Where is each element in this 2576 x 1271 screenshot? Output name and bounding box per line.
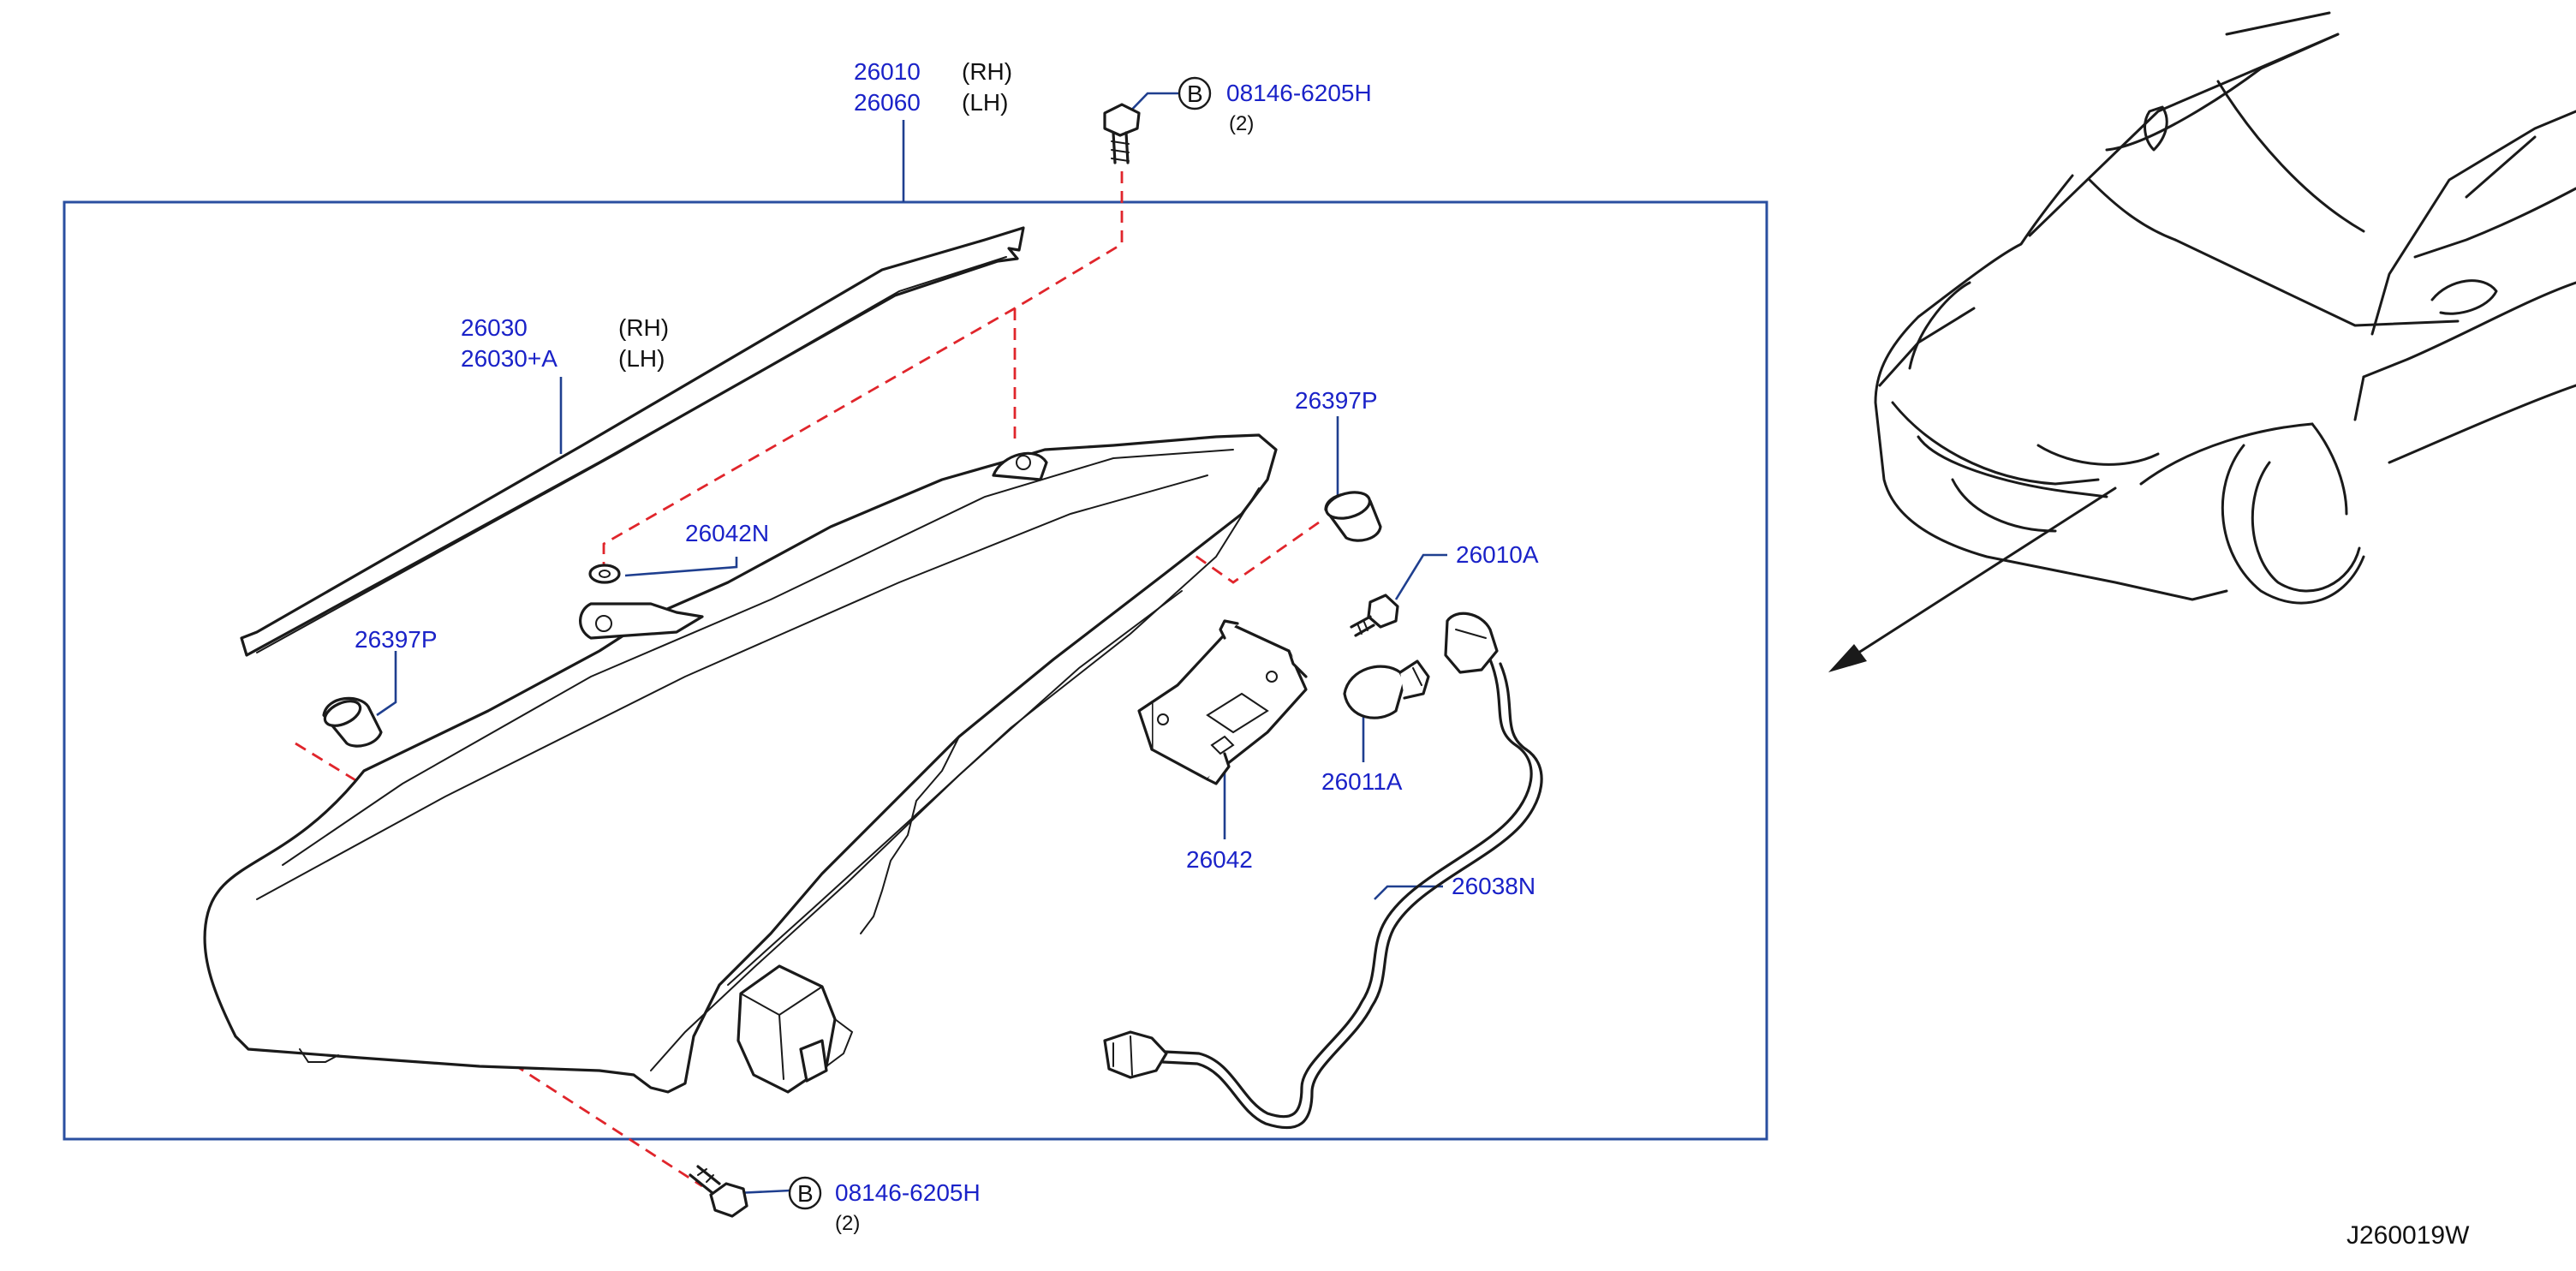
harness-part: [1103, 612, 1543, 1130]
label-cap-left-pn: 26397P: [355, 626, 438, 653]
label-bolt-bottom-pn: 08146-6205H: [835, 1179, 981, 1206]
label-bolt-top-qty: (2): [1229, 112, 1254, 135]
label-washer-pn: 26042N: [685, 520, 769, 546]
label-strip-side-rh: (RH): [618, 314, 669, 341]
label-screw-pn: 26010A: [1456, 541, 1539, 568]
bracket-part: [1137, 619, 1308, 785]
screw-part: [1350, 594, 1399, 637]
bolt-marker-top: [1178, 76, 1212, 110]
label-strip-pn-rh: 26030: [461, 314, 528, 341]
label-lamp-pn-rh: 26010: [854, 58, 921, 85]
bolt-bottom-part: [689, 1165, 748, 1218]
car-locator-view: [1828, 11, 2576, 672]
diagram-reference-code: J260019W: [2346, 1221, 2470, 1250]
label-harness-pn: 26038N: [1452, 873, 1535, 899]
label-bolt-top-pn: 08146-6205H: [1226, 80, 1372, 106]
bolt-marker-top-letter: B: [1187, 81, 1203, 107]
label-lamp-side-lh: (LH): [962, 89, 1008, 116]
location-arrowhead: [1828, 644, 1867, 672]
leader-lines: [376, 92, 1447, 1195]
label-lamp-pn-lh: 26060: [854, 89, 921, 116]
bulb-part: [1343, 659, 1430, 719]
label-bulb-pn: 26011A: [1321, 768, 1403, 795]
cap-right-part: [1324, 491, 1382, 542]
bolt-marker-bottom: [788, 1176, 822, 1210]
headlamp-assembly-part: [203, 433, 1278, 1094]
label-lamp-side-rh: (RH): [962, 58, 1012, 85]
bolt-top-part: [1103, 103, 1141, 164]
washer-part: [588, 564, 621, 584]
location-arrow: [1840, 486, 2117, 665]
label-cap-right-pn: 26397P: [1295, 387, 1378, 414]
label-bolt-bottom-qty: (2): [835, 1212, 860, 1235]
label-strip-side-lh: (LH): [618, 345, 665, 372]
assembly-frame: [63, 200, 1768, 1141]
bolt-marker-bottom-letter: B: [797, 1180, 814, 1207]
cap-left-part: [322, 696, 383, 748]
label-strip-pn-lh: 26030+A: [461, 345, 558, 372]
label-bracket-pn: 26042: [1186, 846, 1253, 873]
trim-strip-part: [240, 226, 1025, 657]
